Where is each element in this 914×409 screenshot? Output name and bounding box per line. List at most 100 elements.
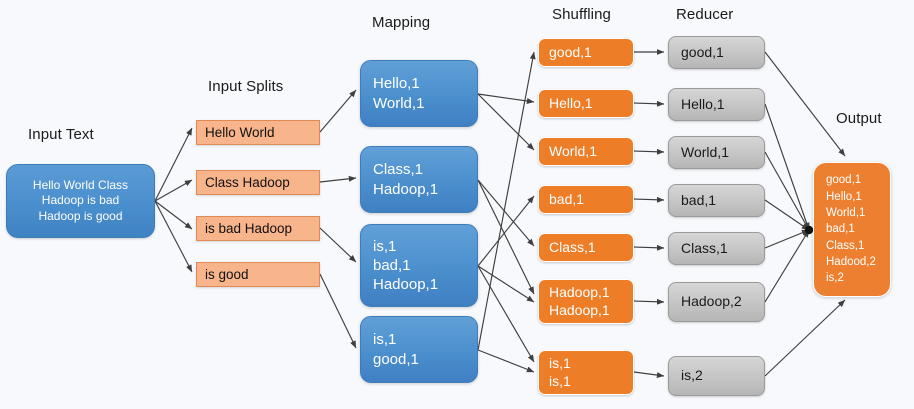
stage-title-shuffling: Shuffling: [552, 6, 612, 23]
line-text: Hadoop,1: [373, 276, 439, 294]
line-text: bad,1: [549, 190, 585, 207]
line-text: is,1: [549, 354, 571, 371]
line-text: is,1: [373, 237, 397, 255]
arrow-mapping-to-shuffling-8: [477, 349, 535, 373]
reducer-box-4: Class,1: [668, 232, 765, 265]
reducer-box-2: World,1: [668, 136, 765, 169]
arrow-splits-to-mapping-2: [319, 227, 357, 263]
line-text: World,1: [826, 207, 866, 219]
line-text: Class,1: [681, 239, 728, 256]
reducer-box-5: Hadoop,2: [668, 282, 765, 322]
arrow-shuffling-to-reducer-1: [633, 100, 665, 107]
line-text: Hello,1: [826, 190, 862, 203]
line-text: good,1: [826, 174, 862, 187]
arrow-mapping-to-shuffling-5: [477, 265, 535, 303]
line-text: Class,1: [373, 161, 424, 179]
stage-title-mapping: Mapping: [372, 14, 431, 31]
line-text: is,1: [373, 331, 397, 349]
arrow-reducer-to-output-0: [764, 51, 846, 157]
shuffling-box-0: good,1: [538, 38, 634, 67]
reducer-box-3: bad,1: [668, 184, 765, 217]
line-text: Hadoop,2: [681, 293, 742, 310]
line-text: Hello,1: [681, 95, 725, 112]
line-text: Hadoop,1: [373, 180, 439, 198]
reducer-box-6: is,2: [668, 356, 765, 396]
line-text: good,1: [549, 43, 592, 60]
stage-title-input_splits: Input Splits: [208, 78, 284, 95]
stage-title-output: Output: [836, 110, 882, 127]
line-text: is,2: [826, 272, 844, 285]
arrow-splits-to-mapping-3: [319, 273, 357, 349]
line-text: Hadoop,1: [549, 301, 610, 318]
input-split-box-1: Class Hadoop: [196, 170, 320, 195]
arrow-mapping-to-shuffling-0: [477, 93, 535, 104]
arrow-splits-to-mapping-1: [319, 175, 357, 183]
reducer-box-0: good,1: [668, 36, 765, 69]
arrow-input-to-splits-1: [154, 179, 193, 202]
arrow-reducer-to-output-2: [764, 151, 810, 231]
line-text: World,1: [373, 94, 425, 112]
stage-title-input_text: Input Text: [28, 126, 94, 143]
line-text: Hadoop is bad: [41, 193, 120, 208]
line-text: bad,1: [373, 256, 411, 274]
line-text: Hadoop,1: [549, 283, 610, 300]
arrow-mapping-to-shuffling-4: [477, 195, 535, 267]
arrow-reducer-to-output-6: [764, 299, 846, 377]
arrow-mapping-to-shuffling-2: [477, 179, 535, 247]
line-text: bad,1: [826, 223, 855, 236]
arrow-mapping-to-shuffling-3: [477, 179, 535, 295]
line-text: Class,1: [826, 239, 865, 252]
arrow-mapping-to-shuffling-7: [477, 51, 536, 351]
arrow-shuffling-to-reducer-2: [633, 148, 665, 155]
line-text: Hello,1: [549, 94, 593, 111]
arrow-splits-to-mapping-0: [319, 89, 357, 133]
line-text: is,2: [681, 367, 703, 384]
line-text: World,1: [681, 143, 729, 160]
shuffling-box-4: Class,1: [538, 233, 634, 262]
line-text: Class,1: [549, 238, 596, 255]
arrow-reducer-to-output-4: [764, 229, 810, 249]
line-text: Hello,1: [373, 75, 420, 93]
arrow-shuffling-to-reducer-5: [633, 298, 665, 305]
line-text: is bad Hadoop: [205, 220, 293, 236]
arrow-shuffling-to-reducer-4: [633, 244, 665, 251]
line-text: good,1: [681, 43, 724, 60]
arrow-input-to-splits-3: [154, 200, 193, 273]
reducer-box-1: Hello,1: [668, 88, 765, 121]
line-text: Hello World: [205, 124, 275, 140]
input-split-box-0: Hello World: [196, 120, 320, 145]
input-split-box-3: is good: [196, 262, 320, 287]
line-text: is,1: [549, 372, 571, 389]
arrow-reducer-to-output-3: [764, 199, 810, 231]
arrow-mapping-to-shuffling-1: [477, 93, 535, 151]
line-text: Hadoop is good: [38, 208, 123, 223]
line-text: Hello World Class: [32, 177, 129, 192]
arrow-mapping-to-shuffling-6: [477, 265, 535, 363]
arrow-reducer-to-output-1: [764, 103, 810, 231]
shuffling-box-2: World,1: [538, 137, 634, 166]
line-text: Hadood,2: [826, 255, 876, 268]
line-text: World,1: [549, 142, 597, 159]
line-text: good,1: [373, 350, 419, 368]
shuffling-box-1: Hello,1: [538, 89, 634, 118]
arrow-input-to-splits-0: [154, 127, 193, 202]
arrow-shuffling-to-reducer-3: [633, 196, 665, 203]
line-text: Class Hadoop: [205, 174, 290, 190]
stage-title-reducer: Reducer: [676, 6, 734, 23]
output-junction-dot: [804, 225, 814, 235]
arrow-input-to-splits-2: [154, 200, 193, 230]
shuffling-box-3: bad,1: [538, 185, 634, 214]
input-split-box-2: is bad Hadoop: [196, 216, 320, 241]
line-text: is good: [205, 266, 249, 282]
arrow-reducer-to-output-5: [764, 229, 810, 303]
line-text: bad,1: [681, 191, 717, 208]
